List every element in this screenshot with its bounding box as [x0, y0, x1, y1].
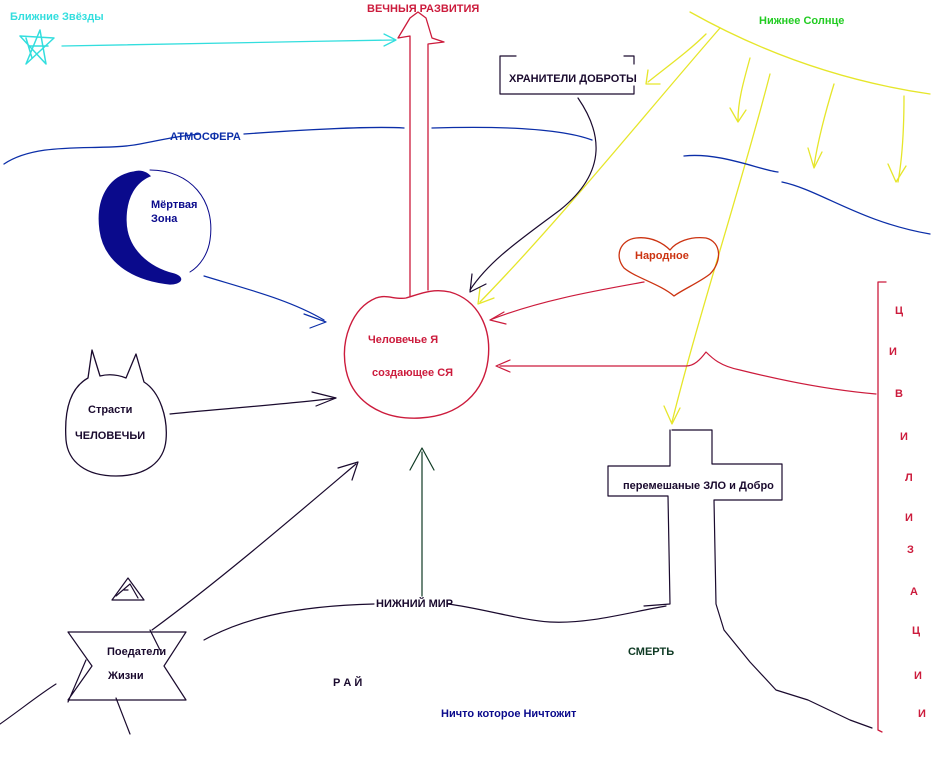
keepers-arrow — [469, 97, 597, 293]
civ-letter: И — [918, 708, 926, 720]
label-mixed-evil-good: перемешаные ЗЛО и Добро — [623, 480, 774, 492]
civ-letter: И — [914, 670, 922, 682]
heart-shape — [618, 236, 720, 297]
label-atmosphere: АТМОСФЕРА — [170, 131, 241, 143]
civ-letter: Ц — [912, 625, 920, 637]
dead-zone-shape — [98, 169, 212, 285]
label-passions-1: Страсти — [88, 404, 132, 416]
label-passions-2: ЧЕЛОВЕЧЬИ — [75, 430, 145, 442]
stars-arrow — [61, 33, 397, 47]
passions-shape — [64, 349, 167, 477]
civilization-arrow — [495, 351, 877, 395]
label-eaters-1: Поедатели — [107, 646, 166, 658]
lower-world-arrow — [409, 447, 435, 597]
label-paradise: Р А Й — [333, 676, 362, 689]
civilization-bracket — [877, 281, 887, 733]
civ-letter: Ц — [895, 305, 903, 317]
eaters-arrow — [151, 461, 359, 631]
civ-letter: И — [889, 346, 897, 358]
civ-letter: З — [907, 544, 914, 556]
label-dead-zone-1: Мёртвая — [151, 199, 197, 211]
civ-letter: И — [905, 512, 913, 524]
lower-world-curve — [203, 603, 667, 641]
civ-letter: Л — [905, 472, 913, 484]
label-near-stars: Ближние Звёзды — [10, 11, 104, 23]
human-self-circle — [343, 289, 490, 419]
atmosphere-waves — [3, 126, 931, 235]
lower-sun-rays — [477, 11, 931, 425]
passions-arrow — [169, 391, 337, 415]
keepers-of-good-box — [499, 55, 635, 95]
star-icon — [19, 29, 55, 65]
civ-letter: А — [910, 586, 918, 598]
label-eternal-development: ВЕЧНЫЯ РАЗВИТИЯ — [367, 3, 479, 15]
civ-letter: В — [895, 388, 903, 400]
left-edge-stroke — [0, 683, 57, 725]
label-death: СМЕРТЬ — [628, 646, 674, 658]
folk-arrow — [489, 281, 645, 325]
cross-shape — [607, 429, 873, 729]
eternal-development-arrow — [397, 11, 445, 297]
label-eaters-2: Жизни — [107, 670, 144, 682]
label-human-self-2: создающее СЯ — [372, 367, 453, 379]
label-lower-sun: Нижнее Солнце — [759, 15, 844, 27]
label-dead-zone-2: Зона — [151, 213, 178, 225]
label-human-self-1: Человечье Я — [368, 334, 438, 346]
label-lower-world: НИЖНИЙ МИР — [376, 597, 453, 610]
label-nothing: Ничто которое Ничтожит — [441, 708, 577, 720]
civ-letter: И — [900, 431, 908, 443]
label-keepers-of-good: ХРАНИТЕЛИ ДОБРОТЫ — [509, 73, 637, 85]
civilization-letters: Ц И В И Л И З А Ц И И — [889, 305, 926, 720]
eaters-star-shape — [67, 577, 187, 735]
dead-zone-arrow — [203, 275, 327, 329]
label-folk: Народное — [635, 250, 689, 262]
